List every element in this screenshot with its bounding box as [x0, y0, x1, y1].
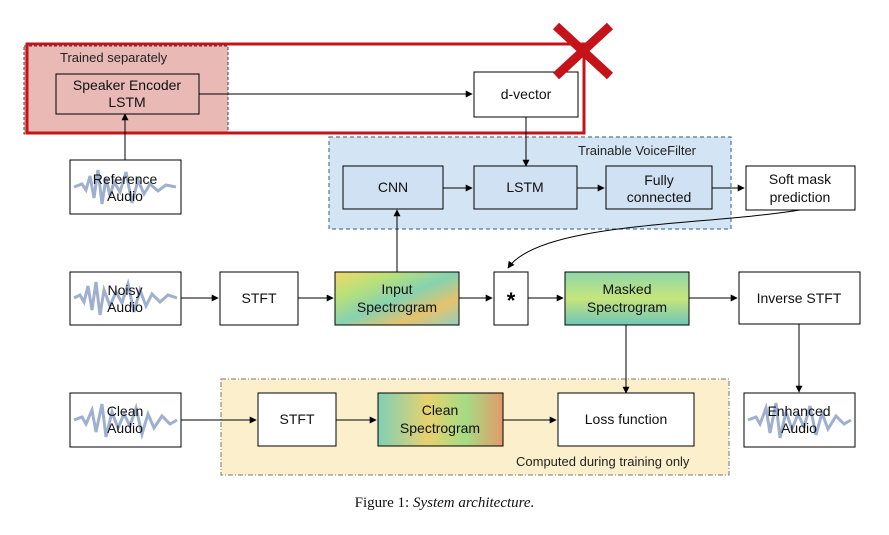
input-spectrogram-line1: Input [381, 281, 412, 297]
speaker-encoder-line2: LSTM [108, 94, 145, 110]
strike-x-icon [552, 22, 614, 80]
trained-separately-red-outline [25, 42, 586, 135]
arrow-softmask-to-multiply [507, 209, 801, 269]
dvector-label: d-vector [501, 86, 552, 102]
soft-mask-line2: prediction [770, 189, 831, 205]
fully-connected-line2: connected [627, 189, 692, 205]
connections [121, 90, 803, 424]
figure-caption: Figure 1: System architecture. [0, 495, 889, 512]
input-spectrogram-block: Input Spectrogram [334, 271, 460, 326]
masked-spectrogram-block: Masked Spectrogram [564, 271, 690, 326]
clean-spectrogram-line1: Clean [422, 402, 459, 418]
audio-wave-icon [747, 402, 852, 439]
stft-noisy-block: STFT [219, 271, 299, 326]
clean-spectrogram-block: Clean Spectrogram [377, 392, 504, 447]
masked-spectrogram-line1: Masked [602, 281, 651, 297]
reference-audio-block: Reference Audio [69, 159, 182, 215]
noisy-audio-block: Noisy Audio [69, 271, 182, 326]
lstm-label: LSTM [506, 179, 543, 195]
audio-wave-icon [73, 278, 178, 316]
clean-audio-line2: Audio [107, 420, 143, 436]
caption-prefix: Figure 1: [354, 495, 413, 511]
stft-clean-block: STFT [257, 392, 337, 447]
cnn-label: CNN [378, 179, 408, 195]
masked-spectrogram-line2: Spectrogram [587, 299, 667, 315]
multiply-block: * [493, 271, 529, 326]
enhanced-audio-block: Enhanced Audio [743, 392, 856, 448]
voicefilter-label: Trainable VoiceFilter [578, 143, 697, 158]
input-spectrogram-line2: Spectrogram [357, 299, 437, 315]
clean-spectrogram-line2: Spectrogram [400, 420, 480, 436]
loss-function-label: Loss function [585, 411, 668, 427]
training-only-label: Computed during training only [516, 454, 690, 469]
reference-audio-line1: Reference [93, 171, 158, 187]
clean-audio-line1: Clean [107, 403, 144, 419]
speaker-encoder-line1: Speaker Encoder [73, 77, 182, 93]
lstm-block: LSTM [473, 165, 578, 210]
clean-audio-block: Clean Audio [69, 392, 182, 448]
noisy-audio-line1: Noisy [107, 282, 142, 298]
stft-clean-label: STFT [280, 411, 315, 427]
inverse-stft-block: Inverse STFT [738, 271, 861, 325]
soft-mask-block: Soft mask prediction [745, 165, 856, 211]
speaker-encoder-block: Speaker Encoder LSTM [55, 73, 200, 115]
enhanced-audio-line1: Enhanced [767, 403, 830, 419]
inverse-stft-label: Inverse STFT [757, 290, 842, 306]
audio-wave-icon [73, 169, 177, 205]
enhanced-audio-line2: Audio [781, 420, 817, 436]
cnn-block: CNN [342, 165, 444, 210]
reference-audio-line2: Audio [107, 188, 143, 204]
caption-title: System architecture. [412, 495, 535, 511]
noisy-audio-line2: Audio [107, 299, 143, 315]
fully-connected-block: Fully connected [605, 165, 713, 210]
dvector-block: d-vector [473, 71, 579, 118]
multiply-label: * [507, 288, 516, 313]
loss-function-block: Loss function [557, 392, 695, 447]
fully-connected-line1: Fully [644, 172, 674, 188]
stft-noisy-label: STFT [242, 290, 277, 306]
trained-separately-label: Trained separately [60, 50, 168, 65]
audio-wave-icon [73, 402, 178, 440]
soft-mask-line1: Soft mask [769, 171, 832, 187]
